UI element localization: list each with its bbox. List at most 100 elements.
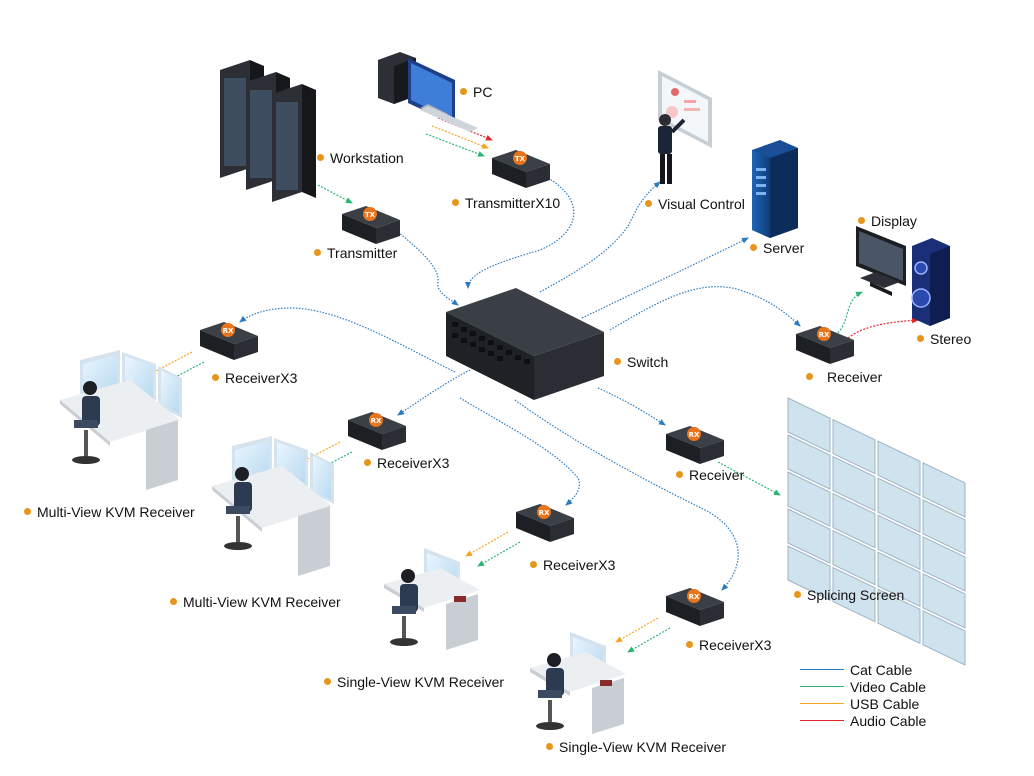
label-display-text: Display xyxy=(871,213,917,229)
server-icon xyxy=(752,140,798,238)
label-receiver-x3-center: ReceiverX3 xyxy=(530,557,615,573)
bullet-dot xyxy=(364,459,371,466)
legend-swatch-video xyxy=(800,686,844,687)
transmitter-device xyxy=(342,206,400,244)
label-receiver-x3-mid-left: ReceiverX3 xyxy=(364,455,449,471)
wall-panel xyxy=(922,499,966,555)
legend-label-cat: Cat Cable xyxy=(850,661,913,678)
wall-panel xyxy=(832,418,876,475)
wall-panel xyxy=(787,434,831,490)
receiver-x3-mid-left-device xyxy=(348,412,406,450)
label-workstation-text: Workstation xyxy=(330,150,404,166)
label-receiver-right-text: Receiver xyxy=(827,369,883,385)
label-stereo: Stereo xyxy=(917,331,971,347)
usb-pc-txx10 xyxy=(431,125,489,149)
label-server: Server xyxy=(750,240,804,256)
label-single-view-2-text: Single-View KVM Receiver xyxy=(559,739,727,755)
audio-receiver-stereo xyxy=(847,317,919,339)
bullet-dot xyxy=(24,508,31,515)
splicing-screen-wall-icon xyxy=(787,397,966,666)
legend-row-video: Video Cable xyxy=(800,678,926,695)
legend-row-usb: USB Cable xyxy=(800,695,926,712)
bullet-dot xyxy=(917,335,924,342)
wall-panel xyxy=(922,573,966,629)
label-single-view-1-text: Single-View KVM Receiver xyxy=(337,674,505,690)
label-receiver-splice-text: Receiver xyxy=(689,467,745,483)
label-multi-view-2: Multi-View KVM Receiver xyxy=(170,594,341,610)
bullet-dot xyxy=(686,641,693,648)
cable-transmitter-switch xyxy=(397,231,459,306)
wall-panel xyxy=(787,545,831,601)
label-multi-view-1: Multi-View KVM Receiver xyxy=(24,504,195,520)
legend-row-cat: Cat Cable xyxy=(800,661,926,678)
cable-switch-receiver-right xyxy=(609,286,801,331)
legend-label-audio: Audio Cable xyxy=(850,712,927,729)
bullet-dot xyxy=(645,200,652,207)
legend-row-audio: Audio Cable xyxy=(800,712,926,729)
cat-cables xyxy=(239,177,801,591)
label-pc-text: PC xyxy=(473,84,493,100)
multi-view-desk-2-icon xyxy=(212,436,334,576)
bullet-dot xyxy=(452,199,459,206)
label-receiver-x3-top-left-text: ReceiverX3 xyxy=(225,370,298,386)
label-single-view-2: Single-View KVM Receiver xyxy=(546,739,726,755)
usb-rx3-multi2 xyxy=(301,441,341,463)
cable-switch-visual-control xyxy=(539,181,661,293)
bullet-dot xyxy=(314,249,321,256)
multi-view-desk-1-icon xyxy=(60,350,182,490)
rx-badge-receiver-right: RX xyxy=(819,331,830,339)
bullet-dot xyxy=(806,373,813,380)
label-receiver-x3-bottom-text: ReceiverX3 xyxy=(699,637,772,653)
tx-badge-transmitter: TX xyxy=(365,211,376,219)
visual-control-icon xyxy=(658,70,712,184)
label-transmitter-x10: TransmitterX10 xyxy=(452,195,560,211)
label-visual-control-text: Visual Control xyxy=(658,196,745,212)
label-single-view-1: Single-View KVM Receiver xyxy=(324,674,504,690)
bullet-dot xyxy=(530,561,537,568)
label-receiver-x3-mid-left-text: ReceiverX3 xyxy=(377,455,450,471)
wall-panel xyxy=(832,529,876,586)
label-receiver-right: Receiver xyxy=(806,369,882,385)
label-receiver-x3-top-left: ReceiverX3 xyxy=(212,370,297,386)
wall-panel xyxy=(787,397,831,453)
bullet-dot xyxy=(750,244,757,251)
legend-swatch-audio xyxy=(800,720,844,721)
label-workstation: Workstation xyxy=(317,150,404,166)
legend-label-video: Video Cable xyxy=(850,678,927,695)
video-pc-txx10 xyxy=(425,133,485,157)
network-switch-icon xyxy=(446,288,604,400)
bullet-dot xyxy=(170,598,177,605)
pc-icon xyxy=(378,52,478,132)
label-transmitter: Transmitter xyxy=(314,245,397,261)
cable-switch-server xyxy=(581,237,749,319)
wall-panel xyxy=(877,588,921,645)
label-receiver-x3-bottom: ReceiverX3 xyxy=(686,637,771,653)
label-transmitter-text: Transmitter xyxy=(327,245,398,261)
label-splicing-screen-text: Splicing Screen xyxy=(807,587,905,603)
wall-panel xyxy=(832,566,876,623)
bullet-dot xyxy=(614,358,621,365)
rx-badge-rx3-mid-left: RX xyxy=(371,417,382,425)
bullet-dot xyxy=(324,678,331,685)
rx-badge-rx3-center: RX xyxy=(539,509,550,517)
bullet-dot xyxy=(460,88,467,95)
cable-switch-receiver-x3-top-left xyxy=(239,307,456,373)
wall-panel xyxy=(922,610,966,666)
bullet-dot xyxy=(858,217,865,224)
video-receiver-splicing xyxy=(717,461,781,496)
bullet-dot xyxy=(546,743,553,750)
label-splicing-screen: Splicing Screen xyxy=(794,587,904,603)
label-visual-control: Visual Control xyxy=(645,196,745,212)
label-server-text: Server xyxy=(763,240,805,256)
receiver-x3-top-left-device xyxy=(200,322,258,360)
wall-panel xyxy=(832,492,876,549)
wall-panel xyxy=(922,462,966,518)
usb-rx3-single2 xyxy=(615,617,659,643)
wall-panel xyxy=(832,455,876,512)
wall-panel xyxy=(787,471,831,527)
wall-panel xyxy=(877,440,921,497)
label-receiver-splice: Receiver xyxy=(676,467,744,483)
label-stereo-text: Stereo xyxy=(930,331,972,347)
